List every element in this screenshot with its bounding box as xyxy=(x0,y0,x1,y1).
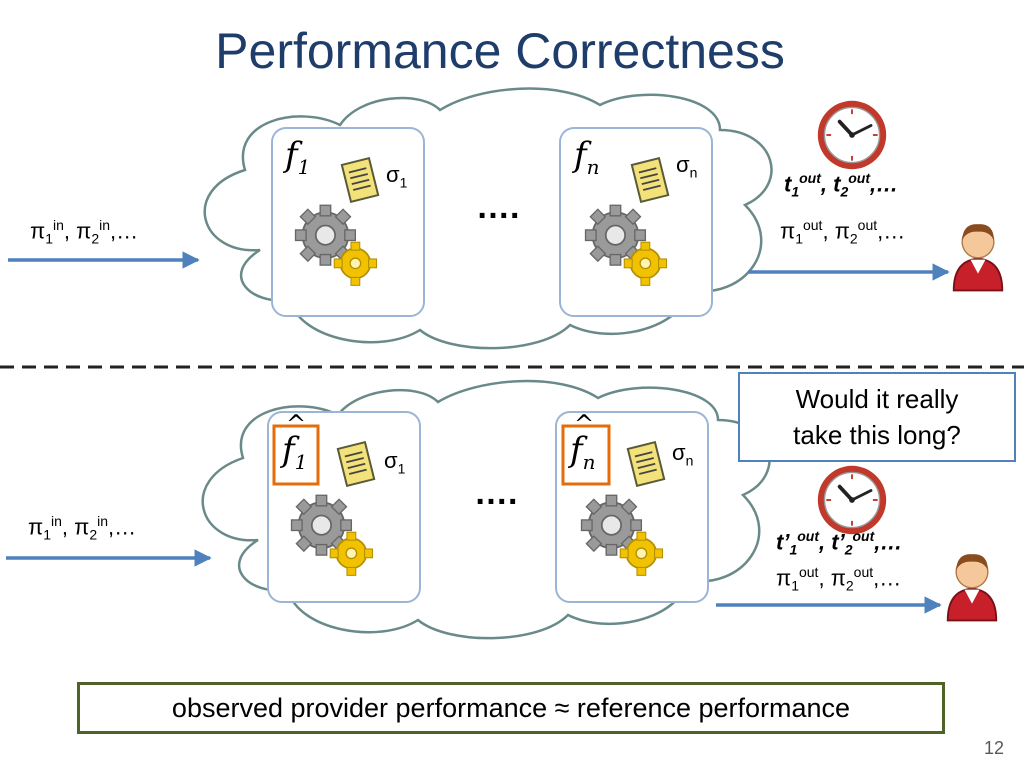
reference-f1-highlight xyxy=(272,424,320,486)
page-number: 12 xyxy=(984,738,1005,758)
question-callout: Would it really take this long? xyxy=(738,372,1016,462)
clock-icon xyxy=(815,463,889,537)
state-sigma1-label: σ1 xyxy=(386,162,408,191)
top-output-label: π1out, π2out,… xyxy=(780,217,906,247)
function-f1-label: f1 xyxy=(285,135,311,179)
bottom-state-sigman-label: σn xyxy=(672,440,694,469)
clock-icon xyxy=(815,98,889,172)
question-line-1: Would it really xyxy=(795,384,959,414)
user-icon xyxy=(952,223,1004,292)
reference-function-fn-label: ^fn xyxy=(570,410,596,474)
bottom-ellipsis: …. xyxy=(474,474,518,512)
bottom-state-sigma1-label: σ1 xyxy=(384,448,406,477)
function-fn-label: fn xyxy=(574,135,600,179)
reference-function-f1-label: ^f1 xyxy=(282,410,308,474)
summary-box: observed provider performance ≈ referenc… xyxy=(77,682,945,734)
bottom-timing-label: t’1out, t’2out,… xyxy=(776,528,903,558)
bottom-input-label: π1in, π2in,… xyxy=(28,513,137,543)
question-line-2: take this long? xyxy=(793,420,961,450)
reference-fn-highlight xyxy=(561,424,611,486)
top-ellipsis: …. xyxy=(476,188,520,226)
top-input-label: π1in, π2in,… xyxy=(30,217,139,247)
state-sigman-label: σn xyxy=(676,152,698,181)
slide-title: Performance Correctness xyxy=(215,23,785,79)
user-icon xyxy=(946,553,998,622)
bottom-output-label: π1out, π2out,… xyxy=(776,564,902,594)
top-timing-label: t1out, t2out,… xyxy=(784,170,899,200)
top-function-box-1 xyxy=(271,127,425,317)
